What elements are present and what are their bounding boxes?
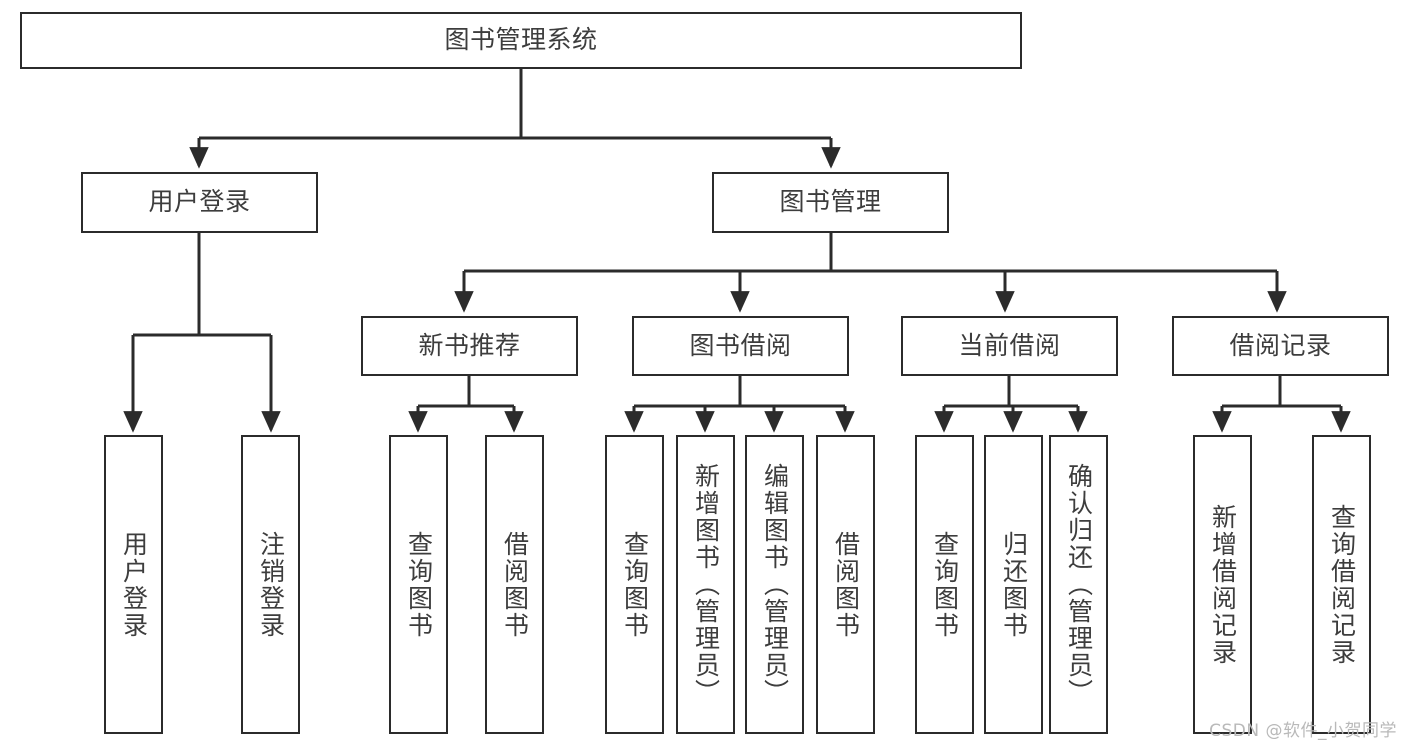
leaf-label: 查询借阅记录 bbox=[1327, 503, 1357, 666]
leaf-current-borrow-return[interactable]: 归还图书 bbox=[984, 435, 1043, 734]
node-user-login[interactable]: 用户登录 bbox=[81, 172, 318, 233]
leaf-label: 借阅图书 bbox=[500, 530, 530, 639]
leaf-label: 注销登录 bbox=[256, 530, 286, 639]
node-book-manage[interactable]: 图书管理 bbox=[712, 172, 949, 233]
leaf-label: 查询图书 bbox=[404, 530, 434, 639]
leaf-label: 借阅图书 bbox=[831, 530, 861, 639]
node-borrow-record[interactable]: 借阅记录 bbox=[1172, 316, 1389, 376]
leaf-new-book-query[interactable]: 查询图书 bbox=[389, 435, 448, 734]
leaf-borrow-record-add[interactable]: 新增借阅记录 bbox=[1193, 435, 1252, 734]
node-book-manage-label: 图书管理 bbox=[779, 187, 882, 217]
leaf-user-login-logout[interactable]: 注销登录 bbox=[241, 435, 300, 734]
node-root-label: 图书管理系统 bbox=[444, 25, 598, 55]
leaf-label: 用户登录 bbox=[119, 530, 149, 639]
watermark: CSDN @软件_小贺同学 bbox=[1209, 721, 1397, 741]
leaf-book-borrow-add[interactable]: 新增图书（管理员） bbox=[676, 435, 735, 734]
leaf-new-book-borrow[interactable]: 借阅图书 bbox=[485, 435, 544, 734]
node-new-book-recommend-label: 新书推荐 bbox=[418, 330, 521, 360]
leaf-label: 查询图书 bbox=[620, 530, 650, 639]
leaf-label: 新增借阅记录 bbox=[1208, 503, 1238, 666]
leaf-label: 确认归还（管理员） bbox=[1064, 463, 1094, 706]
leaf-label: 编辑图书（管理员） bbox=[760, 463, 790, 706]
leaf-label: 新增图书（管理员） bbox=[691, 463, 721, 706]
leaf-label: 查询图书 bbox=[930, 530, 960, 639]
node-borrow-record-label: 借阅记录 bbox=[1229, 330, 1332, 360]
leaf-book-borrow-edit[interactable]: 编辑图书（管理员） bbox=[745, 435, 804, 734]
leaf-borrow-record-query[interactable]: 查询借阅记录 bbox=[1312, 435, 1371, 734]
leaf-book-borrow-borrow[interactable]: 借阅图书 bbox=[816, 435, 875, 734]
leaf-current-borrow-confirm-return[interactable]: 确认归还（管理员） bbox=[1049, 435, 1108, 734]
leaf-current-borrow-query[interactable]: 查询图书 bbox=[915, 435, 974, 734]
node-user-login-label: 用户登录 bbox=[148, 187, 251, 217]
leaf-user-login-login[interactable]: 用户登录 bbox=[104, 435, 163, 734]
node-new-book-recommend[interactable]: 新书推荐 bbox=[361, 316, 578, 376]
node-current-borrow[interactable]: 当前借阅 bbox=[901, 316, 1118, 376]
node-book-borrow[interactable]: 图书借阅 bbox=[632, 316, 849, 376]
leaf-book-borrow-query[interactable]: 查询图书 bbox=[605, 435, 664, 734]
node-current-borrow-label: 当前借阅 bbox=[958, 330, 1061, 360]
node-root[interactable]: 图书管理系统 bbox=[20, 12, 1022, 69]
node-book-borrow-label: 图书借阅 bbox=[689, 330, 792, 360]
leaf-label: 归还图书 bbox=[999, 530, 1029, 639]
